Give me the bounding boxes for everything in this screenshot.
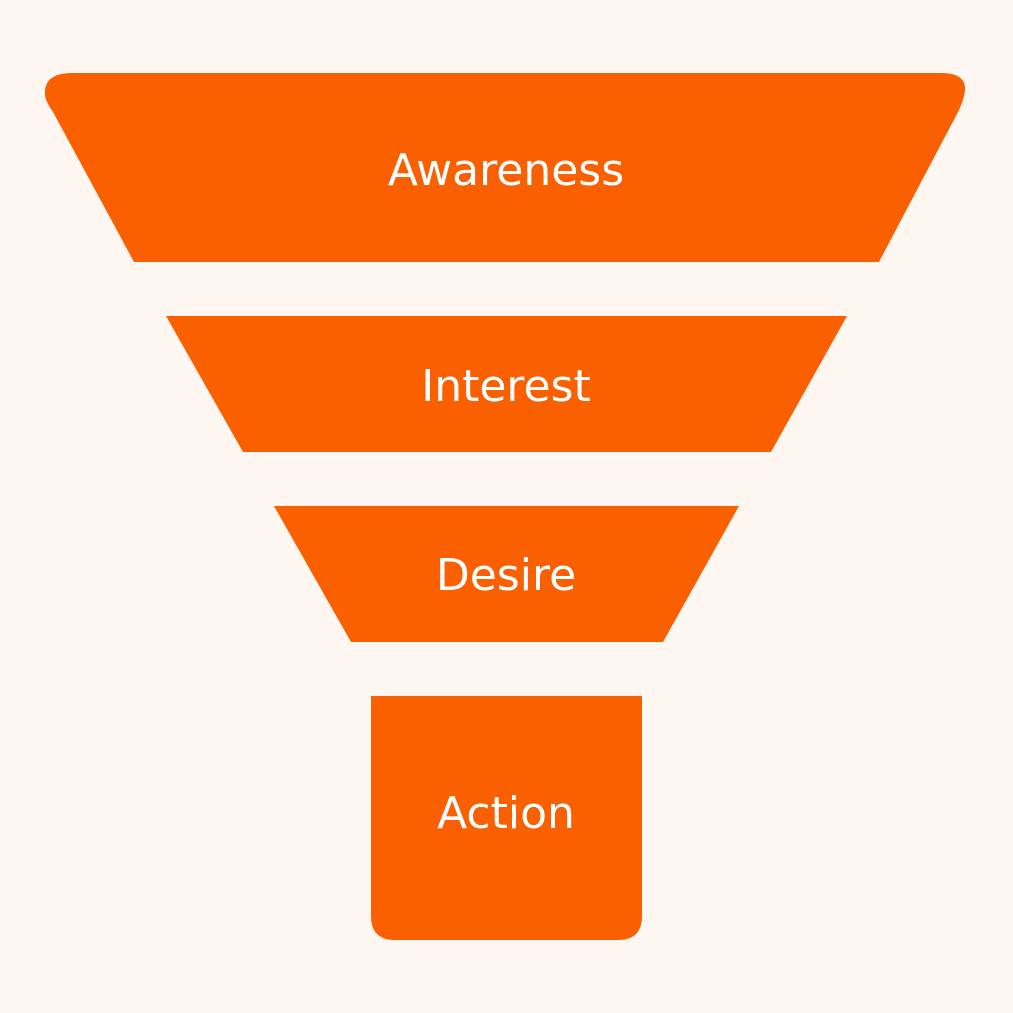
stage-label-awareness: Awareness — [388, 145, 624, 196]
stage-label-interest: Interest — [421, 361, 591, 412]
stage-shape-desire — [274, 506, 739, 642]
stage-shape-action — [371, 696, 642, 940]
stage-shape-awareness — [44, 73, 966, 262]
stage-shape-interest — [166, 316, 847, 452]
funnel-stage-interest: Interest — [166, 316, 847, 452]
stage-label-desire: Desire — [436, 550, 576, 601]
funnel-stage-action: Action — [371, 696, 642, 940]
funnel-stage-desire: Desire — [274, 506, 739, 642]
stage-label-action: Action — [437, 788, 575, 839]
funnel-stage-awareness: Awareness — [44, 73, 966, 262]
